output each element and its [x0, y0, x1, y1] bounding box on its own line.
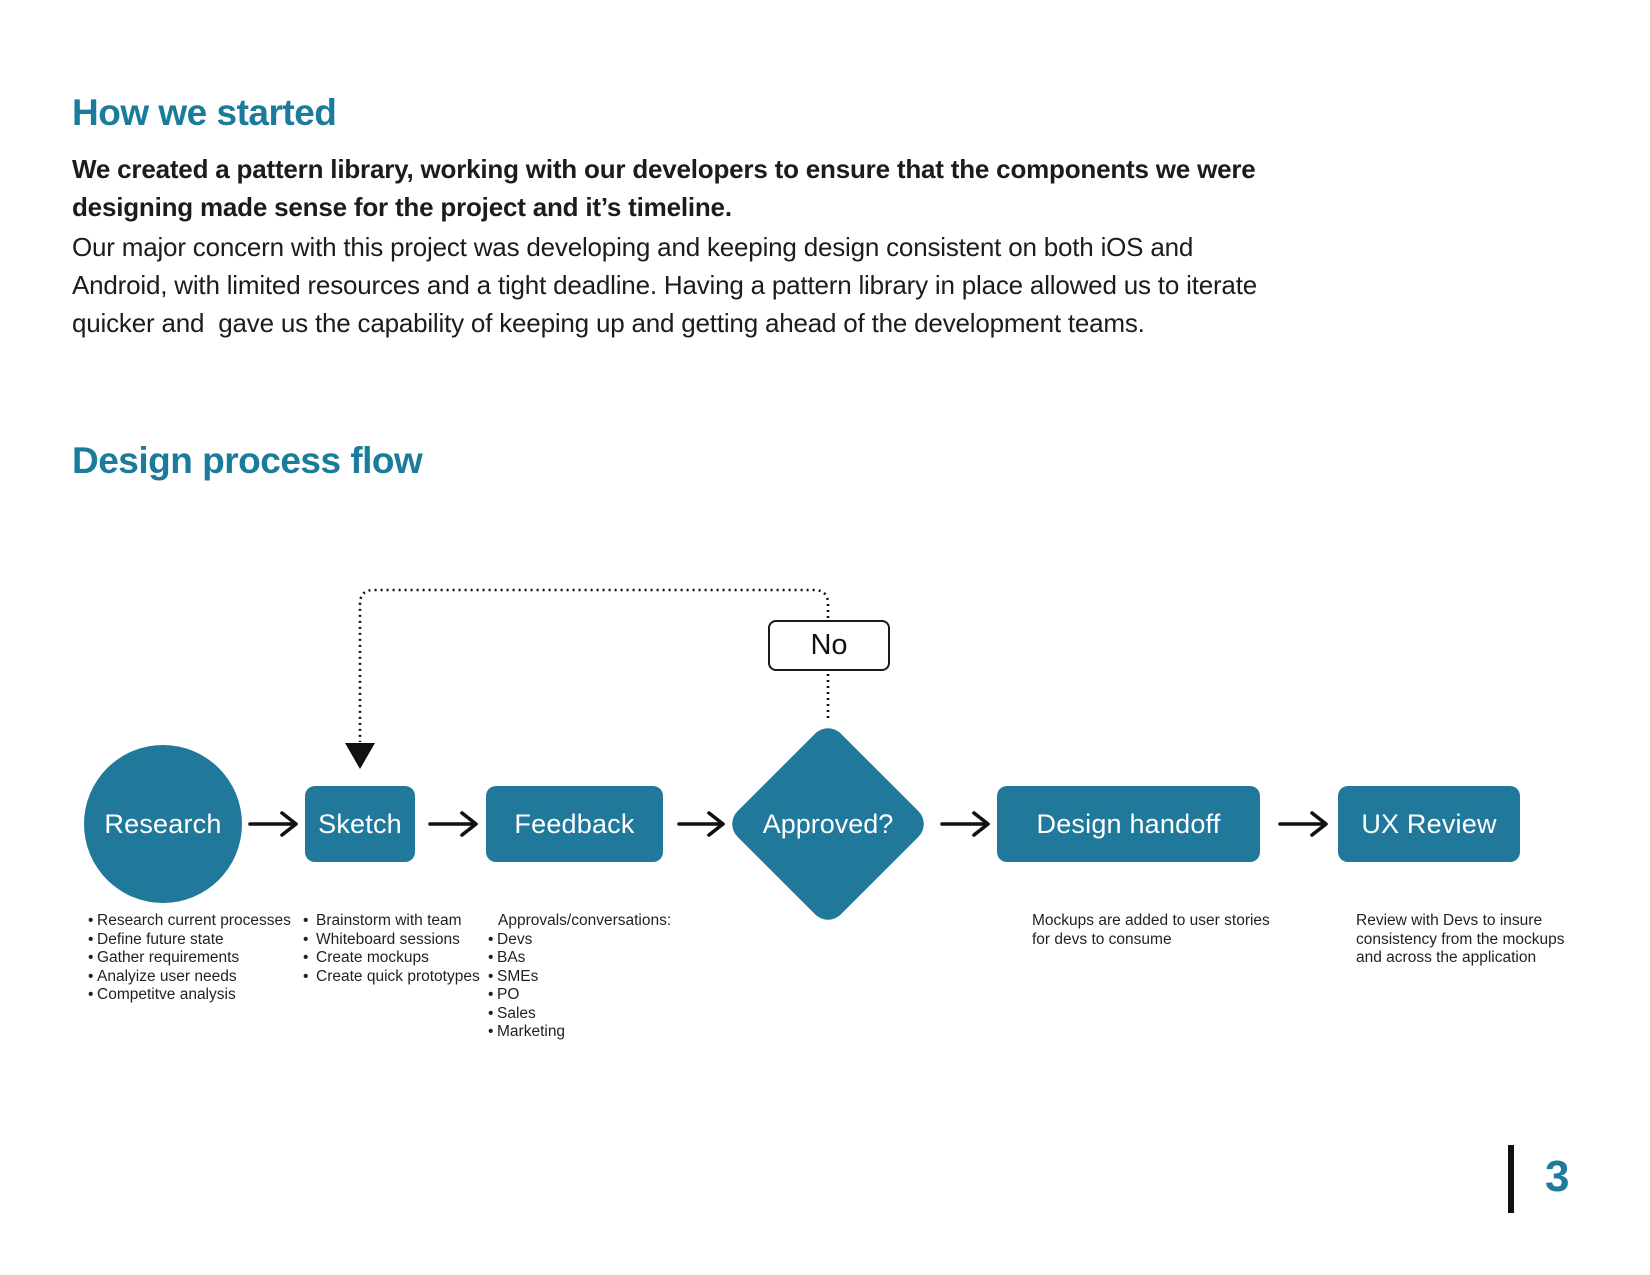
flow-node-sketch: Sketch [305, 786, 415, 862]
list-item: Create quick prototypes [303, 968, 480, 987]
arrow-research-to-sketch-icon [248, 811, 298, 837]
list-item: Define future state [88, 931, 291, 950]
arrow-approved-to-handoff-icon [940, 811, 990, 837]
research-bullet-list: Research current processes Define future… [88, 912, 291, 1005]
sketch-bullet-list: Brainstorm with team Whiteboard sessions… [303, 912, 480, 986]
note-line: Review with Devs to insure [1356, 912, 1543, 929]
section-title-design-process-flow: Design process flow [72, 440, 423, 481]
intro-body-line: Our major concern with this project was … [72, 232, 1194, 262]
footer-divider-bar [1508, 1145, 1514, 1213]
list-item: Devs [488, 931, 671, 950]
note-line: for devs to consume [1032, 930, 1172, 948]
list-item: Whiteboard sessions [303, 931, 480, 950]
flow-node-research: Research [84, 745, 242, 903]
list-item: Create mockups [303, 949, 480, 968]
feedback-list-heading: Approvals/conversations: [498, 912, 672, 929]
list-item: Sales [488, 1005, 671, 1024]
arrow-sketch-to-feedback-icon [428, 811, 478, 837]
arrow-feedback-to-approved-icon [677, 811, 725, 837]
intro-body-line: Android, with limited resources and a ti… [72, 270, 1257, 300]
ux-review-note: Review with Devs to insure consistency f… [1356, 912, 1564, 968]
flow-node-approved-label: Approved? [762, 808, 894, 839]
dotted-connector-no-to-sketch [358, 588, 830, 742]
list-item: Research current processes [88, 912, 291, 931]
intro-body-paragraph: Our major concern with this project was … [72, 228, 1257, 342]
intro-bold-line: We created a pattern library, working wi… [72, 154, 1256, 184]
arrow-handoff-to-uxreview-icon [1278, 811, 1328, 837]
note-line: consistency from the mockups [1356, 930, 1565, 948]
list-item: Analyize user needs [88, 968, 291, 987]
list-item: Competitve analysis [88, 986, 291, 1005]
section-title-how-we-started: How we started [72, 92, 337, 133]
feedback-bullet-list: Approvals/conversations: Devs BAs SMEs P… [488, 912, 671, 1042]
design-handoff-note: Mockups are added to user stories for de… [1032, 912, 1270, 949]
arrowhead-down-icon [345, 743, 375, 769]
intro-bold-paragraph: We created a pattern library, working wi… [72, 150, 1256, 226]
note-line: Mockups are added to user stories [1032, 912, 1270, 929]
list-item: Marketing [488, 1023, 671, 1042]
page-number: 3 [1545, 1152, 1570, 1201]
list-item: Brainstorm with team [303, 912, 480, 931]
flow-node-feedback: Feedback [486, 786, 663, 862]
list-item: PO [488, 986, 671, 1005]
intro-bold-line: designing made sense for the project and… [72, 192, 732, 222]
list-item: BAs [488, 949, 671, 968]
intro-body-line: quicker and gave us the capability of ke… [72, 308, 1145, 338]
flow-node-design-handoff: Design handoff [997, 786, 1260, 862]
list-item: SMEs [488, 968, 671, 987]
list-item: Gather requirements [88, 949, 291, 968]
note-line: and across the application [1356, 949, 1537, 966]
flow-node-ux-review: UX Review [1338, 786, 1520, 862]
flow-no-box: No [768, 620, 890, 671]
